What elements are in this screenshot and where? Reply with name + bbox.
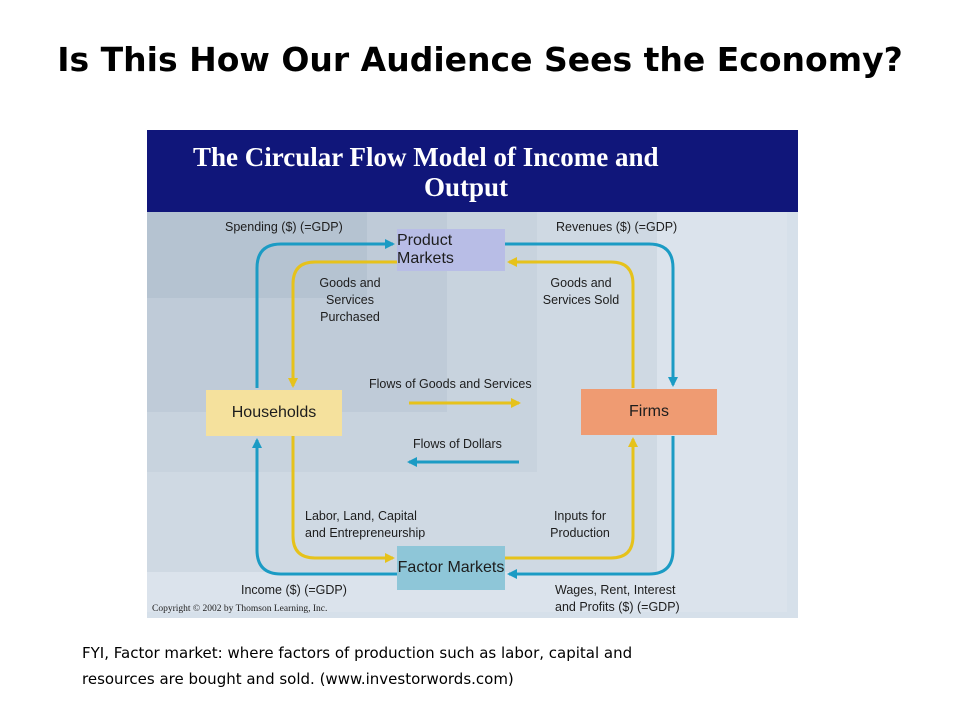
income-label: Income ($) (=GDP) — [241, 583, 347, 597]
labor-land-label: Labor, Land, Capital and Entrepreneurshi… — [305, 509, 426, 540]
copyright-text: Copyright © 2002 by Thomson Learning, In… — [152, 604, 328, 614]
labor-land-flow-arrow — [291, 436, 395, 563]
flow-arrows — [252, 239, 678, 579]
goods-purchased-label: Goods and Services Purchased — [319, 276, 381, 324]
goods-purchased-flow-arrow — [288, 260, 397, 388]
diagram-header: The Circular Flow Model of Income and Ou… — [147, 130, 798, 212]
footnote-line1: FYI, Factor market: where factors of pro… — [82, 644, 633, 662]
revenues-flow-arrow — [505, 242, 678, 387]
spending-label: Spending ($) (=GDP) — [225, 220, 343, 234]
inputs-label: Inputs for Production — [550, 509, 610, 540]
footnote-line2: resources are bought and sold. (www.inve… — [82, 670, 514, 688]
footnote: FYI, Factor market: where factors of pro… — [82, 640, 882, 692]
households-node: Households — [206, 390, 342, 436]
circular-flow-diagram: The Circular Flow Model of Income and Ou… — [147, 130, 798, 618]
goods-sold-flow-arrow — [507, 257, 635, 388]
spending-flow-arrow — [255, 239, 395, 388]
firms-node: Firms — [581, 389, 717, 435]
flows-dollars-label: Flows of Dollars — [413, 437, 502, 451]
wages-flow-arrow — [507, 436, 675, 579]
revenues-label: Revenues ($) (=GDP) — [556, 220, 678, 234]
factor-markets-node: Factor Markets — [397, 546, 505, 590]
slide-title: Is This How Our Audience Sees the Econom… — [57, 40, 903, 79]
goods-sold-label: Goods and Services Sold — [542, 276, 620, 307]
income-flow-arrow — [252, 438, 397, 576]
wages-label: Wages, Rent, Interest and Profits ($) (=… — [555, 583, 680, 614]
flows-goods-label: Flows of Goods and Services — [369, 377, 532, 391]
diagram-title-line1: The Circular Flow Model of Income and — [193, 142, 659, 172]
diagram-title-line2: Output — [424, 172, 509, 202]
inputs-flow-arrow — [505, 437, 638, 560]
product-markets-node: Product Markets — [397, 229, 505, 271]
